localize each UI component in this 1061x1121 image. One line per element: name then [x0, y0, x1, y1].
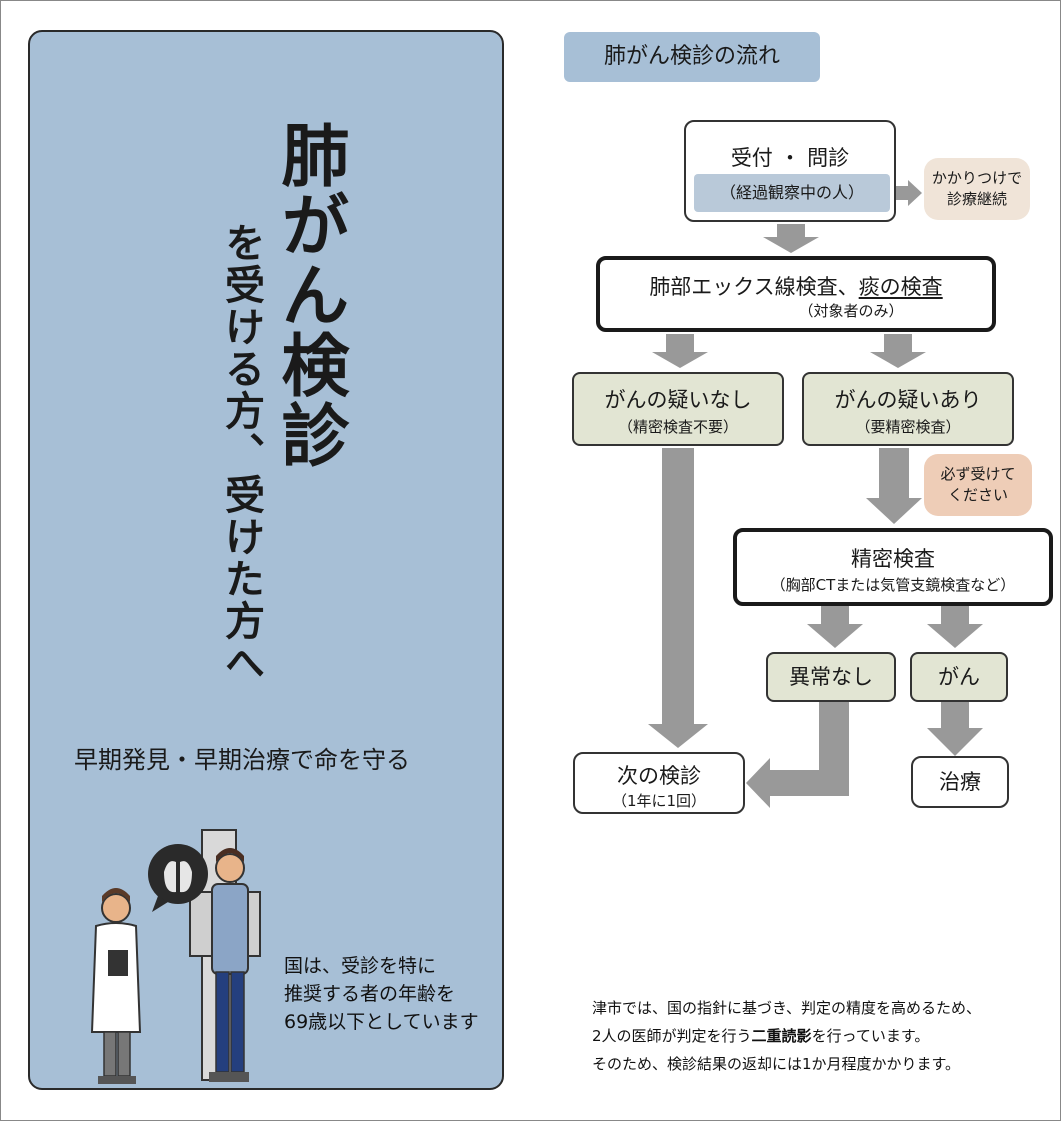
main-title: 肺がん検診 [269, 120, 348, 470]
doctor-clipboard [108, 950, 128, 976]
patient-head [215, 853, 245, 883]
next-exam-box: 次の検診 （1年に1回） [573, 752, 745, 814]
patient-hair [216, 848, 244, 862]
patient-shoes [209, 1072, 249, 1082]
xray-sub: （対象者のみ） [798, 302, 904, 320]
treatment-box: 治療 [911, 756, 1009, 808]
age-recommendation-note: 国は、受診を特に 推奨する者の年齢を 69歳以下としています [284, 955, 479, 1033]
arrow-suspicion-to-detailed [866, 448, 922, 524]
arrow-cancer-to-treatment [927, 702, 983, 756]
sub-title: を受ける方、受けた方へ [218, 222, 264, 684]
bubble-tail [152, 896, 168, 912]
double-reading-term: 二重読影 [751, 1027, 812, 1045]
arrow-detailed-to-normal [807, 606, 863, 648]
cancer-box: がん [910, 652, 1008, 702]
doctor-hair [102, 888, 130, 902]
flow-title: 肺がん検診の流れ [564, 32, 820, 82]
family-doctor-note: かかりつけで 診療継続 [924, 158, 1030, 220]
double-reading-note: 津市では、国の指針に基づき、判定の精度を高めるため、 2人の医師が判定を行う二重… [592, 999, 981, 1073]
suspicion-box: がんの疑いあり （要精密検査） [802, 372, 1014, 446]
xray-label: 肺部エックス線検査、 [649, 275, 859, 299]
must-attend-note: 必ず受けて ください [924, 454, 1032, 516]
slogan: 早期発見・早期治療で命を守る [74, 746, 410, 774]
arrow-xray-to-no-suspicion [652, 334, 708, 368]
detailed-exam-box: 精密検査 （胸部CTまたは気管支鏡検査など） [733, 528, 1053, 606]
lung-icon [164, 861, 192, 893]
lung-xray-bubble [148, 844, 208, 904]
doctor-patient-illustration [90, 829, 261, 1084]
no-abnormality-box: 異常なし [766, 652, 896, 702]
arrow-detailed-to-cancer [927, 606, 983, 648]
observation-sub-box: （経過観察中の人） [694, 174, 890, 212]
arrow-xray-to-suspicion [870, 334, 926, 368]
doctor-shoes [98, 1076, 136, 1084]
arrow-reception-to-xray [763, 224, 819, 253]
arrow-side-note [894, 180, 922, 206]
reception-box: 受付 ・ 問診 （経過観察中の人） [684, 120, 896, 222]
patient-shirt [211, 883, 249, 975]
arrow-no-suspicion-to-next [648, 448, 708, 748]
cover-panel: 肺がん検診 を受ける方、受けた方へ 早期発見・早期治療で命を守る 国は、受診を特… [28, 30, 504, 1090]
arrow-normal-to-next [746, 702, 849, 808]
no-suspicion-box: がんの疑いなし （精密検査不要） [572, 372, 784, 446]
sputum-label: 痰の検査 [858, 275, 943, 299]
xray-box: 肺部エックス線検査、痰の検査 （対象者のみ） [596, 256, 996, 332]
